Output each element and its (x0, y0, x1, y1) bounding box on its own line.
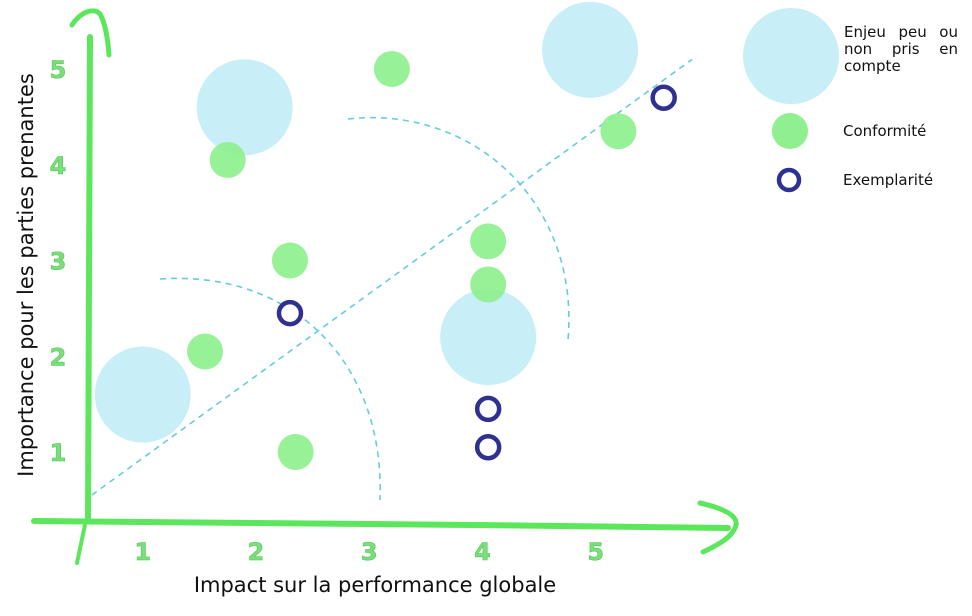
x-tick-label-3: 3 (361, 538, 378, 566)
legend-label-conformite: Conformité (843, 122, 927, 140)
exemplarite-point-1 (474, 395, 502, 423)
enjeu-point-0 (94, 346, 191, 443)
exemplarite-point-0 (276, 299, 304, 327)
legend-mark-exemplarite (776, 167, 802, 193)
y-axis-line (85, 34, 93, 523)
y-axis-tail (75, 518, 88, 565)
bubble-layer (94, 1, 677, 470)
outer-threshold-arc (347, 116, 570, 341)
diagonal-trend-line (91, 58, 693, 496)
conformite-point-3 (209, 141, 246, 178)
y-tick-label-2: 2 (50, 343, 67, 371)
conformite-point-5 (470, 266, 507, 303)
x-tick-label-5: 5 (587, 538, 604, 566)
legend-mark-conformite (772, 113, 808, 149)
tick-labels: 1 2 3 4 5 1 2 3 4 5 (49, 56, 604, 567)
y-axis-label: Importance pour les parties prenantes (14, 73, 38, 477)
axes (31, 8, 739, 565)
inner-threshold-arc (159, 277, 381, 501)
x-tick-label-4: 4 (474, 538, 491, 566)
exemplarite-point-3 (650, 84, 677, 111)
exemplarite-point-2 (474, 433, 502, 461)
legend-marks (743, 8, 839, 193)
conformite-point-2 (271, 242, 308, 279)
y-axis-arrow (69, 8, 112, 58)
x-axis-label: Impact sur la performance globale (194, 573, 556, 597)
conformite-point-1 (187, 333, 224, 370)
enjeu-point-1 (196, 59, 293, 156)
legend-mark-enjeu (743, 8, 839, 104)
y-tick-label-1: 1 (50, 439, 67, 467)
reference-lines (91, 58, 693, 501)
conformite-point-0 (277, 434, 314, 470)
y-tick-label-5: 5 (50, 56, 67, 84)
x-axis-line (31, 518, 731, 531)
x-tick-label-2: 2 (248, 538, 265, 566)
enjeu-point-2 (440, 289, 537, 386)
y-tick-label-3: 3 (50, 248, 67, 276)
conformite-point-6 (470, 223, 507, 260)
y-tick-label-4: 4 (50, 152, 67, 180)
enjeu-point-3 (542, 1, 639, 98)
legend-label-exemplarite: Exemplarité (843, 171, 934, 189)
legend-label-enjeu: Enjeu peu ou non pris en compte (844, 23, 958, 75)
x-axis-arrow (697, 500, 739, 555)
conformite-point-7 (600, 113, 637, 150)
x-tick-label-1: 1 (134, 538, 151, 566)
conformite-point-4 (373, 51, 410, 87)
